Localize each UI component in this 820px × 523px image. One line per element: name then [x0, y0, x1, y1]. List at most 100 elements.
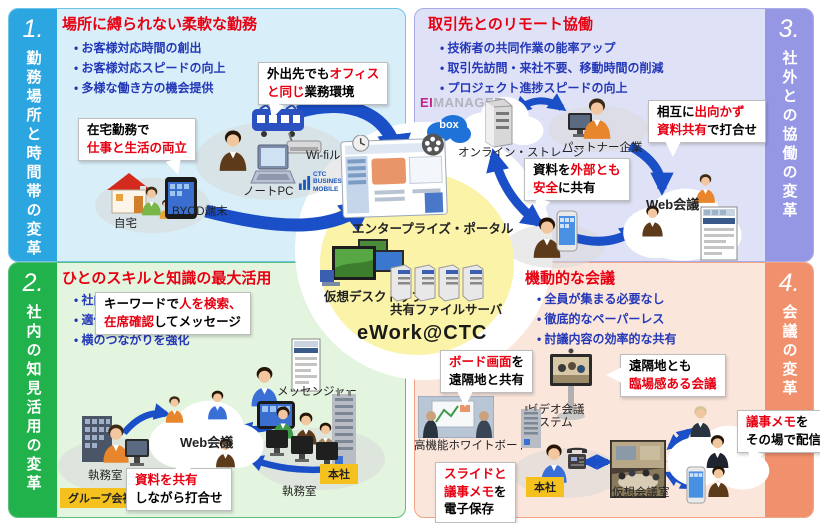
remote-smartphone-icon: [686, 466, 706, 504]
mobile-office-bubble: 外出先でもオフィス と同じ業務環境: [258, 62, 389, 105]
bubble-text: 在宅勤務で: [87, 123, 150, 137]
board-share-bubble: ボード画面を 遠隔地と共有: [440, 350, 534, 407]
bubble-text: その場で配信: [746, 432, 820, 447]
bullet: 多様な働き方の機会提供: [74, 78, 226, 98]
house-icon: [106, 172, 152, 214]
quadrant3-side-label: 社外との協働の変革: [780, 50, 798, 221]
bubble-text: しながら打合せ: [135, 490, 223, 505]
quadrant1-title: 場所に縛られない柔軟な勤務: [62, 16, 258, 33]
bullet: 全員が集まる必要なし: [537, 289, 677, 309]
bullet: プロジェクト進捗スピードの向上: [440, 78, 664, 98]
quadrant3-number: 3.: [778, 15, 800, 43]
quadrant4-sidebar: 4. 会議の変革: [765, 263, 813, 517]
bullet: 横のつながりを強化: [74, 330, 250, 350]
web-meeting-man-icon: [638, 203, 667, 238]
video-conference-system-icon: [548, 348, 594, 422]
remote-woman-icon: [686, 404, 715, 438]
bubble-text-red: 臨場感ある会議: [629, 376, 717, 391]
bubble-text: 遠隔地とも: [629, 359, 692, 373]
quadrant2-title: ひとのスキルと知識の最大活用: [62, 270, 272, 287]
quadrant3-bullets: 技術者の共同作業の能率アップ 取引先訪問・来社不要、移動時間の削減 プロジェクト…: [440, 38, 664, 98]
web-bl-man-top-icon: [204, 388, 231, 421]
bubble-text: を: [796, 415, 809, 429]
whiteboard-photo: [418, 396, 494, 438]
bubble-text: を: [511, 355, 525, 369]
box-logo-text: box: [439, 119, 459, 131]
quadrant2-number: 2.: [22, 269, 44, 297]
web-meeting-label-external: Web会議: [646, 197, 700, 212]
laptop-icon: [250, 144, 296, 186]
quadrant1-number: 1.: [22, 15, 44, 43]
partner-monitor-icon: [567, 112, 593, 138]
presence-meeting-bubble: 遠隔地とも 臨場感ある会議: [606, 354, 726, 397]
bubble-text: 資料を: [533, 163, 571, 177]
byod-label: BYOD端末: [172, 206, 228, 218]
conference-window-icon: [700, 206, 738, 261]
partner-label: パートナー企業: [562, 142, 643, 154]
messenger-window-icon: [291, 338, 321, 392]
quadrant3-title: 取引先とのリモート協働: [428, 16, 593, 33]
bubble-text-red: 人を検索、: [179, 297, 242, 311]
quadrant4-bullets: 全員が集まる必要なし 徹底的なペーパーレス 討議内容の効率的な共有: [537, 289, 677, 349]
enterprise-portal-icon: [337, 132, 452, 222]
ctc-mobile-logo-text: CTC BUSINESS MOBILE: [313, 171, 347, 193]
bubble-text-red: 出向かず: [694, 105, 745, 119]
office-left-label: 執務室: [88, 470, 123, 482]
whiteboard-label: 高機能ホワイトボード: [414, 440, 529, 452]
bubble-text-red: ボード画面: [449, 355, 512, 369]
bubble-text: 遠隔地と共有: [449, 372, 525, 387]
smartphone-icon: [556, 210, 578, 252]
bubble-text-red: 在席確認: [104, 314, 155, 329]
eimanager-ei: EI: [420, 95, 434, 110]
box-logo: box: [426, 112, 472, 144]
home-work-bubble: 在宅勤務で 仕事と生活の両立: [78, 118, 197, 161]
ctc-bars-icon: [298, 175, 311, 190]
remote-man-icon: [702, 432, 733, 470]
quadrant4-number: 4.: [778, 269, 800, 297]
quadrant2-sidebar: 2. 社内の知見活用の変革: [9, 263, 57, 517]
bubble-text: キーワードで: [104, 297, 180, 311]
bubble-text: 電子保存: [444, 502, 495, 516]
share-docs-bubble: 資料を共有 しながら打合せ: [126, 454, 232, 511]
home-worker-icon: [138, 184, 165, 217]
quadrant2-side-label: 社内の知見活用の変革: [24, 304, 42, 494]
bubble-text-red: オフィス: [329, 67, 380, 81]
people-search-bubble: キーワードで人を検索、 在席確認してメッセージ: [95, 292, 251, 335]
bubble-text-red: 資料を共有: [135, 473, 198, 487]
web-bl-woman-icon: [162, 394, 187, 424]
byod-tablet-icon: [164, 176, 198, 220]
bullet: お客様対応時間の創出: [74, 38, 226, 58]
quadrant3-sidebar: 3. 社外との協働の変革: [765, 9, 813, 261]
bullet: お客様対応スピードの向上: [74, 58, 226, 78]
bubble-text-red: スライドと: [444, 467, 507, 481]
web-meeting-woman-icon: [692, 172, 719, 204]
quadrant1-sidebar: 1. 勤務場所と時間帯の変革: [9, 9, 57, 261]
bubble-text: 業務環境: [304, 84, 355, 99]
bubble-text-red: 安全: [533, 180, 559, 195]
laptop-label: ノートPC: [243, 186, 294, 198]
bubble-text: 相互に: [657, 105, 695, 119]
file-server-icon: [388, 260, 486, 302]
bubble-text-red: 資料共有: [657, 122, 708, 137]
quadrant1-side-label: 勤務場所と時間帯の変革: [24, 50, 42, 259]
bubble-text-red: 仕事と生活の両立: [87, 140, 188, 155]
secure-share-bubble: 資料を外部とも 安全に共有: [524, 158, 630, 201]
virtual-meeting-room-photo: [610, 440, 666, 498]
office-right-label: 執務室: [282, 486, 317, 498]
ework-brand: eWork@CTC: [357, 322, 488, 344]
ctc-business-mobile-logo: CTC BUSINESS MOBILE: [298, 168, 358, 196]
bubble-text: 外出先でも: [267, 67, 330, 81]
bullet: 討議内容の効率的な共有: [537, 329, 677, 349]
commuter-person-icon: [214, 128, 252, 172]
bullet: 技術者の共同作業の能率アップ: [440, 38, 664, 58]
quadrant1-bullets: お客様対応時間の創出 お客様対応スピードの向上 多様な働き方の機会提供: [74, 38, 226, 98]
hq-tag-bl: 本社: [320, 464, 358, 484]
enterprise-portal-label: エンタープライズ・ポータル: [352, 222, 514, 236]
bubble-text-red: と同じ: [267, 84, 305, 99]
group-company-tag: グループ会社: [60, 488, 142, 508]
bubble-text-red: 外部とも: [570, 163, 621, 177]
hq-tag-br: 本社: [526, 477, 564, 497]
bubble-text: で打合せ: [707, 122, 758, 137]
storage-server-icon: [478, 98, 516, 148]
remote-mobile-man-icon: [704, 464, 733, 498]
